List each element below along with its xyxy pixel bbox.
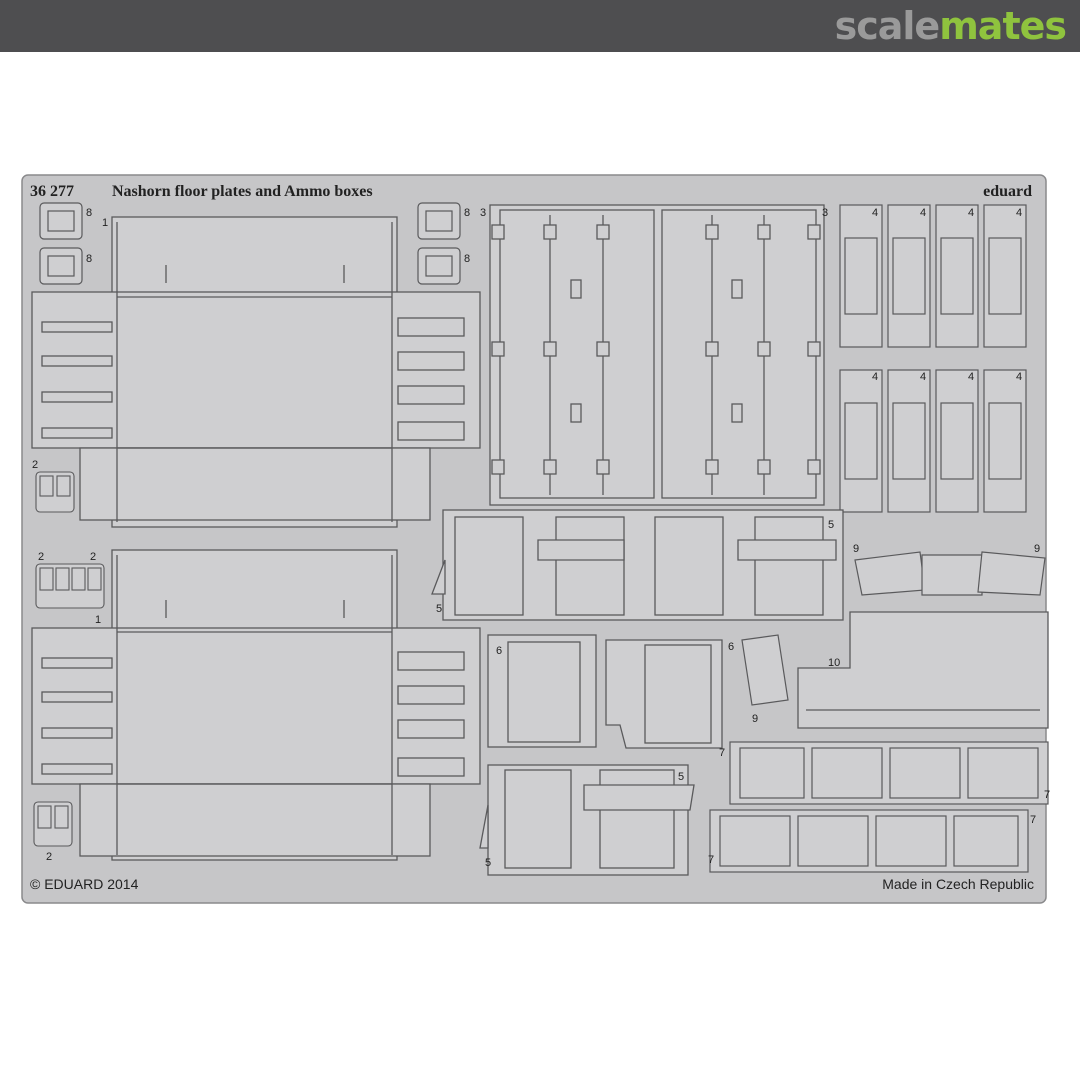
fret-code: 36 277 bbox=[30, 183, 74, 200]
part-number-label: 4 bbox=[872, 371, 878, 383]
part-number-label: 8 bbox=[86, 253, 92, 265]
site-header-bar: scalemates bbox=[0, 0, 1080, 52]
part-number-label: 5 bbox=[828, 519, 834, 531]
origin-text: Made in Czech Republic bbox=[882, 876, 1034, 892]
part-number-label: 1 bbox=[102, 217, 108, 229]
part-number-label: 4 bbox=[872, 207, 878, 219]
part-number-label: 5 bbox=[436, 603, 442, 615]
part-number-label: 4 bbox=[920, 371, 926, 383]
part-number-label: 2 bbox=[90, 551, 96, 563]
part-number-label: 4 bbox=[968, 207, 974, 219]
part-number-label: 5 bbox=[678, 771, 684, 783]
part-number-label: 9 bbox=[752, 713, 758, 725]
part-number-label: 9 bbox=[853, 543, 859, 555]
long-plate-part-10 bbox=[797, 611, 1049, 729]
part-number-label: 7 bbox=[719, 747, 725, 759]
copyright-text: © EDUARD 2014 bbox=[30, 876, 139, 892]
floor-plate-bottom bbox=[31, 549, 481, 861]
ammo-box-parts-6 bbox=[487, 634, 723, 749]
part-number-label: 4 bbox=[968, 371, 974, 383]
ammo-box-parts-5-bottom bbox=[479, 764, 695, 876]
end-plate-parts-3 bbox=[489, 204, 825, 506]
rack-parts-4 bbox=[839, 204, 1027, 513]
part-number-label: 5 bbox=[485, 857, 491, 869]
part-number-label: 3 bbox=[480, 207, 486, 219]
fret-title: Nashorn floor plates and Ammo boxes bbox=[112, 183, 373, 200]
part-number-label: 2 bbox=[38, 551, 44, 563]
part-number-label: 2 bbox=[32, 459, 38, 471]
part-number-label: 4 bbox=[1016, 371, 1022, 383]
wide-bracket-parts-9 bbox=[741, 551, 1046, 706]
part-number-label: 8 bbox=[86, 207, 92, 219]
maker-name: eduard bbox=[983, 183, 1032, 200]
scalemates-logo[interactable]: scalemates bbox=[834, 4, 1067, 48]
part-number-label: 3 bbox=[822, 207, 828, 219]
part-number-label: 7 bbox=[708, 854, 714, 866]
part-number-label: 6 bbox=[496, 645, 502, 657]
bracket-parts-8 bbox=[39, 202, 461, 285]
part-number-label: 4 bbox=[1016, 207, 1022, 219]
part-number-label: 10 bbox=[828, 657, 840, 669]
part-number-label: 6 bbox=[728, 641, 734, 653]
part-number-label: 8 bbox=[464, 207, 470, 219]
part-number-label: 7 bbox=[1030, 814, 1036, 826]
part-number-label: 4 bbox=[920, 207, 926, 219]
ammo-box-parts-7 bbox=[709, 741, 1049, 873]
ammo-box-parts-5-top bbox=[431, 509, 844, 621]
part-number-label: 1 bbox=[95, 614, 101, 626]
part-number-label: 7 bbox=[1044, 789, 1050, 801]
part-number-label: 2 bbox=[46, 851, 52, 863]
part-number-label: 9 bbox=[1034, 543, 1040, 555]
floor-plate-top bbox=[31, 216, 481, 528]
clip-parts-2 bbox=[33, 471, 105, 847]
part-number-label: 8 bbox=[464, 253, 470, 265]
